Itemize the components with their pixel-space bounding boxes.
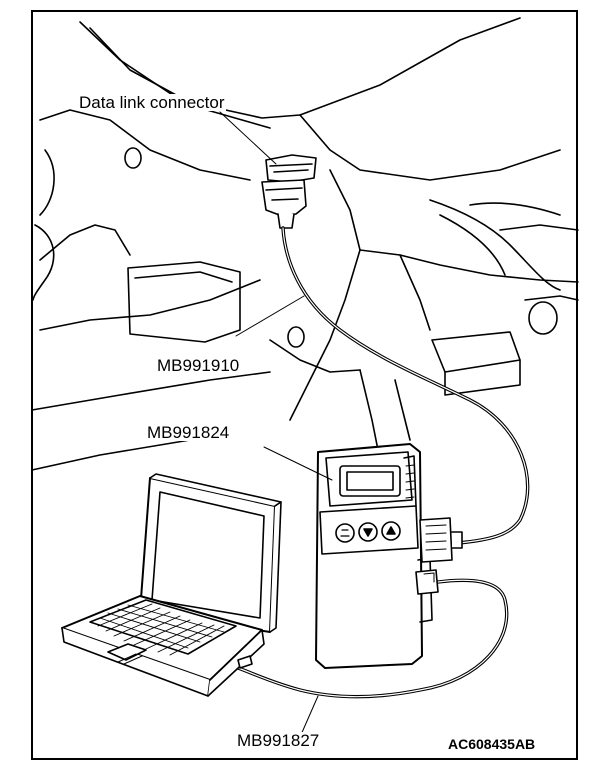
leader-dlc xyxy=(219,111,277,165)
mb991827-cable xyxy=(236,578,509,699)
leader-mb991910 xyxy=(235,295,305,337)
leader-mb991824 xyxy=(263,446,333,481)
leader-lines xyxy=(219,111,333,738)
label-mb991910: MB991910 xyxy=(156,356,241,375)
laptop-pc xyxy=(61,473,282,697)
label-mb991827: MB991827 xyxy=(236,731,321,750)
data-link-connector xyxy=(261,154,317,229)
mb991910-cable xyxy=(281,226,530,545)
leader-mb991827 xyxy=(299,695,319,738)
vci-mb991824 xyxy=(315,443,463,669)
figure-code: AC608435AB xyxy=(448,736,536,752)
vehicle-dash-panel xyxy=(31,17,579,521)
label-mb991824: MB991824 xyxy=(146,423,231,442)
label-data-link-connector: Data link connector xyxy=(78,93,226,112)
